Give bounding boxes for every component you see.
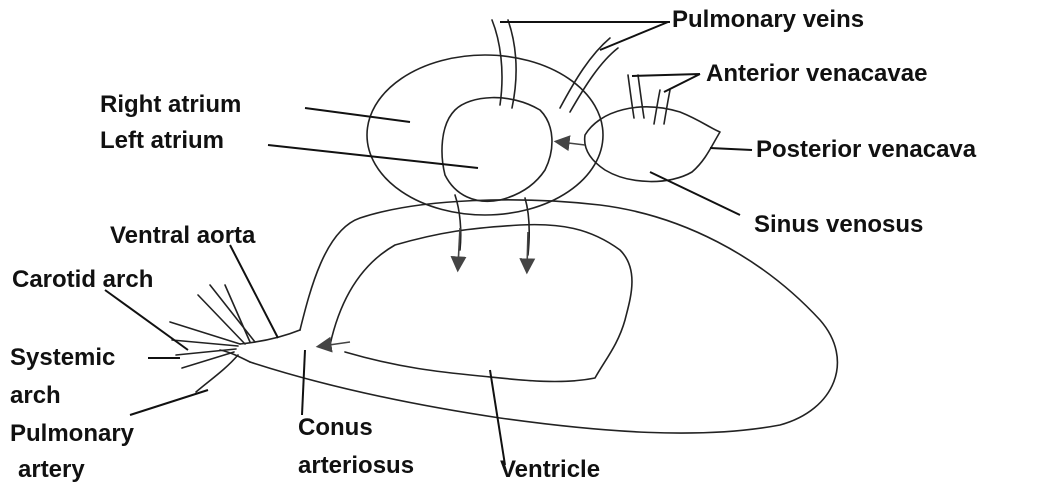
label-conus-arteriosus-line2: arteriosus xyxy=(298,452,414,480)
label-anterior-venacavae: Anterior venacavae xyxy=(706,60,927,88)
label-left-atrium: Left atrium xyxy=(100,127,224,155)
label-pulmonary-veins: Pulmonary veins xyxy=(672,6,864,34)
leader-ventral-aorta xyxy=(230,245,278,338)
flow-arrow-sinus xyxy=(560,142,585,145)
label-systemic-arch-line2: arch xyxy=(10,382,61,410)
right-atrium-shape xyxy=(367,55,603,215)
label-carotid-arch: Carotid arch xyxy=(12,266,153,294)
flow-arrow-left xyxy=(458,228,460,266)
leader-pulmonary-veins xyxy=(500,22,670,50)
label-ventral-aorta: Ventral aorta xyxy=(110,222,255,250)
pulmonary-artery-branch xyxy=(196,355,238,392)
left-atrium-shape xyxy=(442,98,552,202)
leader-right-atrium xyxy=(305,108,410,122)
label-sinus-venosus: Sinus venosus xyxy=(754,211,923,239)
conus-tube-lower xyxy=(220,350,250,362)
label-conus-arteriosus-line1: Conus xyxy=(298,414,373,442)
flow-arrow-right xyxy=(527,232,528,268)
carotid-branch-2 xyxy=(225,285,250,342)
flow-arrow-conus xyxy=(322,342,350,346)
leader-anterior-venacavae xyxy=(632,74,700,92)
leader-carotid-arch xyxy=(105,290,188,350)
anterior-venacava-1 xyxy=(628,75,644,118)
pulmonary-vein-2 xyxy=(560,38,618,112)
pulmonary-vein-1 xyxy=(492,20,516,108)
leader-left-atrium xyxy=(268,145,478,168)
label-right-atrium: Right atrium xyxy=(100,91,241,119)
sinus-venosus-shape xyxy=(585,107,720,182)
anterior-venacava-2 xyxy=(654,90,670,124)
leader-sinus-venosus xyxy=(650,172,740,215)
label-ventricle: Ventricle xyxy=(500,456,600,484)
label-systemic-arch-line1: Systemic xyxy=(10,344,115,372)
ventricle-inner xyxy=(330,225,632,382)
leader-conus-arteriosus xyxy=(302,350,305,415)
label-posterior-venacava: Posterior venacava xyxy=(756,136,976,164)
label-pulmonary-artery-line2: artery xyxy=(18,456,85,484)
leader-posterior-venacava xyxy=(710,148,752,150)
conus-tube-upper xyxy=(240,330,300,344)
label-pulmonary-artery-line1: Pulmonary xyxy=(10,420,134,448)
leader-pulmonary-artery xyxy=(130,390,208,415)
